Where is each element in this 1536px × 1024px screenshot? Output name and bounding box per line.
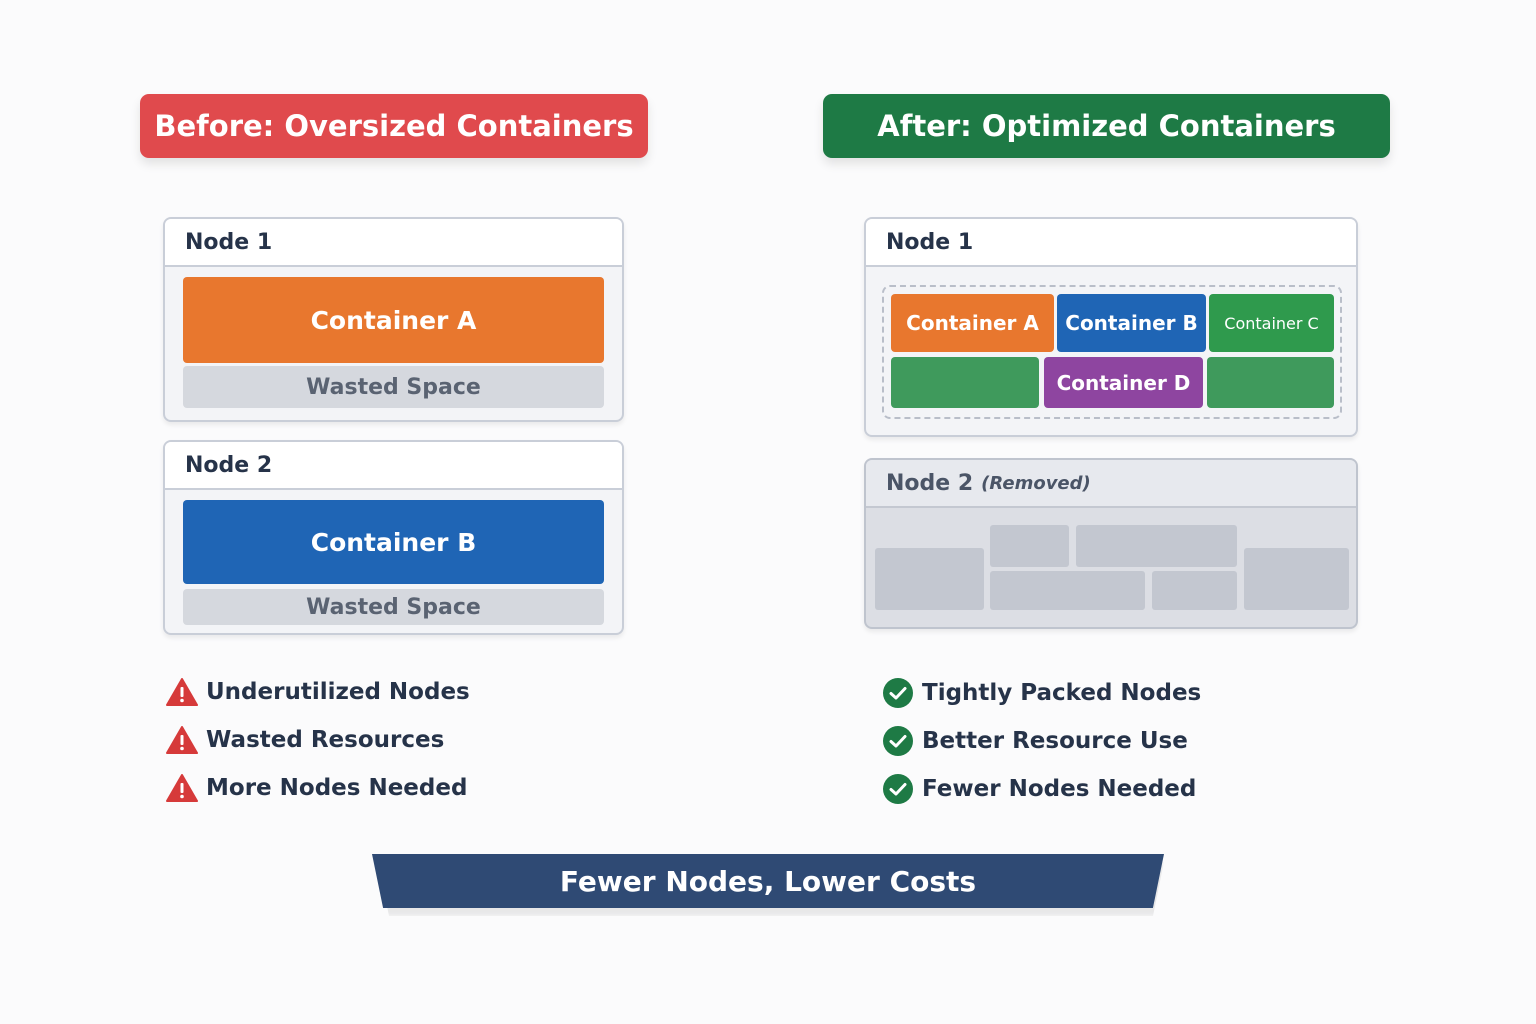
ghost-block [875, 548, 984, 610]
container-d-block: Container D [1044, 357, 1203, 408]
point-text: Fewer Nodes Needed [922, 776, 1197, 802]
after-header: After: Optimized Containers [823, 94, 1390, 158]
container-b-block: Container B [1057, 294, 1206, 352]
point-text: Tightly Packed Nodes [922, 680, 1202, 706]
wasted-space: Wasted Space [183, 366, 604, 408]
point-text: Underutilized Nodes [206, 679, 470, 705]
ghost-block [1244, 548, 1349, 610]
removed-note: (Removed) [981, 472, 1091, 494]
point-text: More Nodes Needed [206, 775, 468, 801]
node-label: Node 1 [866, 219, 1356, 267]
list-item: Underutilized Nodes [166, 674, 586, 710]
summary-banner: Fewer Nodes, Lower Costs [372, 854, 1164, 908]
warning-icon [166, 726, 198, 754]
list-item: Fewer Nodes Needed [882, 771, 1302, 807]
after-points: Tightly Packed Nodes Better Resource Use… [882, 675, 1302, 807]
packed-area [882, 285, 1342, 419]
before-header: Before: Oversized Containers [140, 94, 648, 158]
after-node-2-removed: Node 2 (Removed) [864, 458, 1358, 629]
node-label: Node 2 [165, 442, 622, 490]
filler-block [891, 357, 1039, 408]
filler-block [1207, 357, 1334, 408]
list-item: Tightly Packed Nodes [882, 675, 1302, 711]
check-circle-icon [883, 726, 913, 756]
ghost-block [990, 571, 1145, 610]
ghost-block [1076, 525, 1237, 567]
after-node-1: Node 1 Container A Container B Container… [864, 217, 1358, 437]
before-points: Underutilized Nodes Wasted Resources Mor… [166, 674, 586, 806]
container-c-block: Container C [1209, 294, 1334, 352]
point-text: Better Resource Use [922, 728, 1188, 754]
wasted-space: Wasted Space [183, 589, 604, 625]
warning-icon [166, 678, 198, 706]
container-b-block: Container B [183, 500, 604, 584]
node-label-text: Node 2 [886, 470, 974, 496]
before-node-2: Node 2 Container B Wasted Space [163, 440, 624, 635]
warning-icon [166, 774, 198, 802]
check-circle-icon [883, 678, 913, 708]
container-a-block: Container A [183, 277, 604, 363]
ghost-block [1152, 571, 1237, 610]
list-item: Wasted Resources [166, 722, 586, 758]
list-item: Better Resource Use [882, 723, 1302, 759]
list-item: More Nodes Needed [166, 770, 586, 806]
ghost-block [990, 525, 1069, 567]
node-label: Node 2 (Removed) [866, 460, 1356, 508]
check-circle-icon [883, 774, 913, 804]
point-text: Wasted Resources [206, 727, 445, 753]
before-node-1: Node 1 Container A Wasted Space [163, 217, 624, 422]
node-label: Node 1 [165, 219, 622, 267]
container-a-block: Container A [891, 294, 1054, 352]
